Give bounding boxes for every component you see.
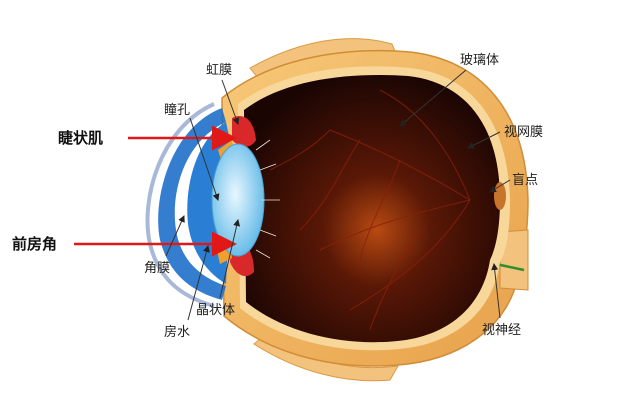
cornea-outer-edge: [145, 102, 215, 308]
iris-leader: [221, 79, 240, 125]
label-optic-nerve: 视神经: [482, 323, 521, 338]
blind-spot-leader: [489, 179, 511, 193]
label-aqueous-humor: 房水: [164, 324, 190, 340]
retina-leader: [467, 131, 501, 149]
pupil-leader: [189, 117, 220, 201]
label-vitreous: 玻璃体: [460, 53, 499, 68]
retinal-blood-vessels: [269, 89, 471, 331]
label-blind-spot: 盲点: [512, 172, 538, 188]
lens: [211, 143, 265, 257]
label-ciliary-muscle: 睫状肌: [58, 129, 103, 147]
optic-nerve-leader: [491, 263, 501, 319]
label-pupil: 瞳孔: [164, 103, 190, 118]
eye-interior: [244, 75, 500, 343]
cornea: [158, 108, 226, 300]
lens-leader: [219, 219, 241, 299]
label-lens: 晶状体: [196, 303, 235, 318]
label-iris: 虹膜: [206, 63, 232, 78]
vitreous-leader: [399, 69, 467, 127]
cornea-leader: [165, 215, 185, 257]
optic-nerve: [499, 229, 529, 291]
blind-spot: [494, 182, 506, 210]
label-anterior-chamber-angle: 前房角: [12, 235, 57, 253]
zonular-fibers: [255, 139, 280, 259]
label-cornea: 角膜: [144, 261, 170, 276]
aqueous-leader: [187, 245, 210, 321]
label-retina: 视网膜: [504, 125, 543, 140]
